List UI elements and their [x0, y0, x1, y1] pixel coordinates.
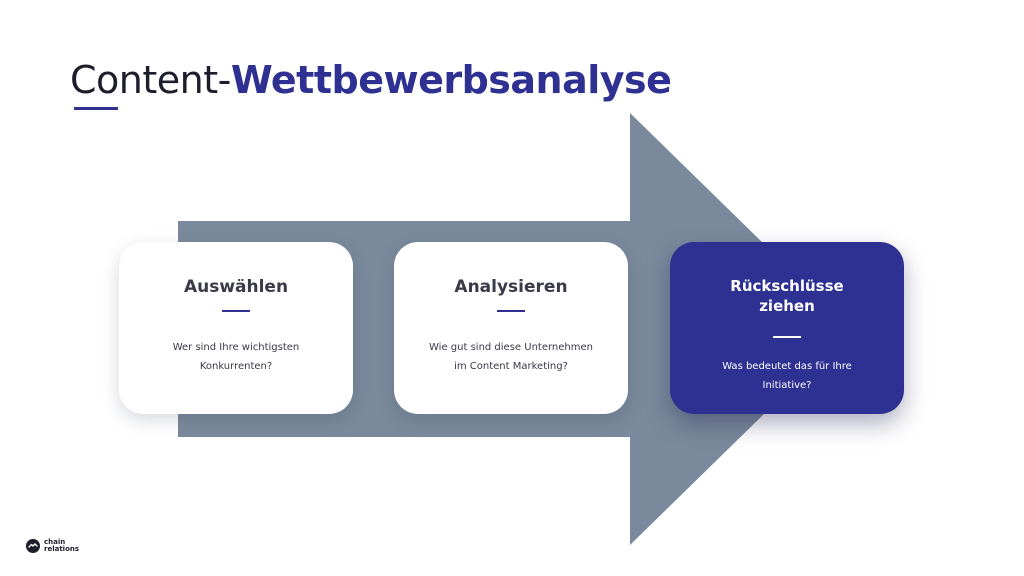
step-card-analysieren: Analysieren Wie gut sind diese Unternehm… — [394, 242, 628, 414]
logo-line-1: chain — [44, 538, 66, 546]
step-divider — [497, 310, 525, 312]
step-card-rueckschluesse: Rückschlüsse ziehen Was bedeutet das für… — [670, 242, 904, 414]
step-card-auswaehlen: Auswählen Wer sind Ihre wichtigsten Konk… — [119, 242, 353, 414]
chain-relations-logo-icon — [26, 539, 40, 553]
title-bold-part: Wettbewerbsanalyse — [230, 58, 672, 102]
step-title: Auswählen — [183, 277, 289, 297]
step-divider — [773, 336, 801, 338]
logo-wordmark: chain relations — [44, 539, 79, 553]
title-underline — [74, 107, 118, 110]
step-title: Rückschlüsse ziehen — [670, 276, 904, 316]
step-divider — [222, 310, 250, 312]
step-description: Wer sind Ihre wichtigsten Konkurrenten? — [172, 342, 300, 372]
step-title: Analysieren — [454, 277, 568, 297]
page-title: Content-Wettbewerbsanalyse — [70, 54, 672, 106]
company-logo: chain relations — [26, 537, 79, 555]
title-light-part: Content- — [70, 58, 231, 102]
step-title-line-1: Rückschlüsse — [730, 277, 844, 295]
logo-line-2: relations — [44, 545, 80, 553]
step-title-line-2: ziehen — [759, 297, 815, 315]
step-description: Wie gut sind diese Unternehmen im Conten… — [429, 342, 593, 372]
step-description: Was bedeutet das für Ihre Initiative? — [722, 361, 852, 391]
